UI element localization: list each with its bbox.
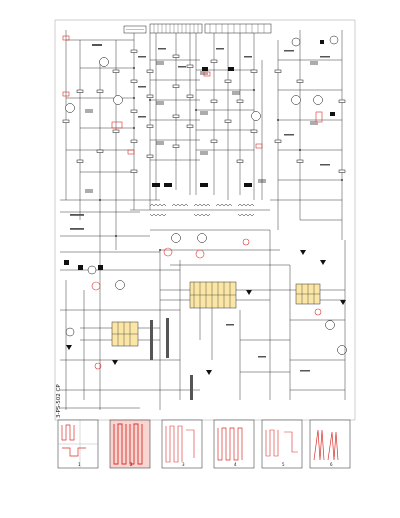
panel-number-3: 3 — [182, 462, 185, 467]
waveform-panel-1: 1 — [57, 419, 99, 469]
waveform-panel-2: 2 — [109, 419, 151, 469]
lower-wiring — [60, 230, 346, 410]
waveform-panel-6: 6 — [309, 419, 351, 469]
left-ic — [80, 321, 160, 347]
right-ic — [270, 283, 345, 305]
model-label: 3-PS-502 CP — [56, 384, 62, 418]
capacitors — [85, 61, 318, 193]
panel-number-5: 5 — [282, 462, 285, 467]
panel-number-6: 6 — [330, 462, 333, 467]
waveform-panels: 1 2 3 4 — [57, 419, 351, 469]
test-point-markers — [62, 35, 323, 370]
panel-number-1: 1 — [78, 462, 81, 467]
sheet-border — [54, 19, 356, 421]
central-ic — [160, 281, 270, 360]
waveform-panel-5: 5 — [261, 419, 303, 469]
top-connector-right — [204, 23, 272, 34]
transformer-row — [149, 204, 255, 216]
waveform-panel-3: 3 — [161, 419, 203, 469]
dark-components — [64, 40, 335, 270]
component-text — [70, 44, 330, 400]
resistor-network — [62, 49, 346, 173]
transistors — [65, 35, 347, 355]
waveform-panel-4: 4 — [213, 419, 255, 469]
panel-number-2: 2 — [130, 462, 133, 467]
top-connector-mid — [149, 23, 203, 34]
top-connector-left — [123, 25, 147, 34]
diodes — [66, 250, 346, 375]
junction-dots — [99, 67, 343, 251]
panel-number-4: 4 — [234, 462, 237, 467]
